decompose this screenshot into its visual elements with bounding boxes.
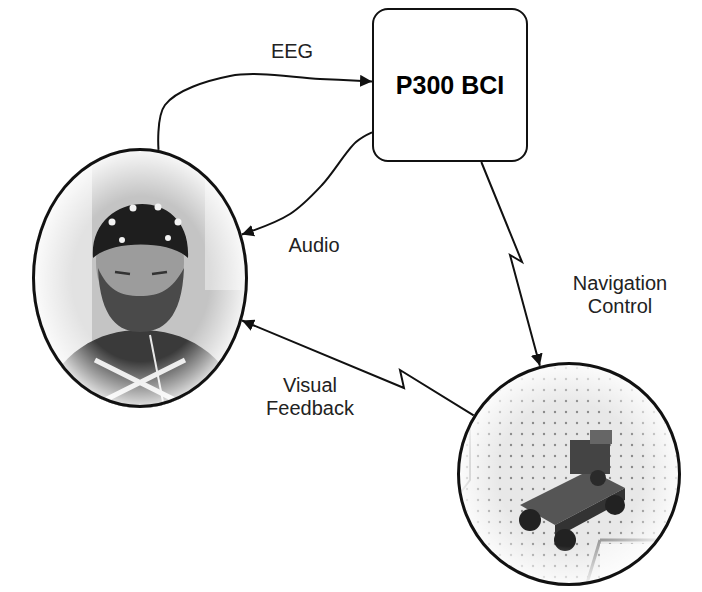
signal-label: EEG xyxy=(262,40,322,63)
signal-arrow xyxy=(158,74,372,150)
node-title: P300 BCI xyxy=(396,71,504,100)
signal-label: Visual Feedback xyxy=(256,374,364,420)
process-box: P300 BCI xyxy=(372,8,528,162)
signal-arrow xyxy=(481,162,540,366)
circle-outline xyxy=(457,362,681,586)
signal-label: Audio xyxy=(280,234,348,257)
person-circle xyxy=(32,148,248,408)
circle-border xyxy=(34,150,247,407)
robot-photo xyxy=(455,360,690,592)
signal-label: Navigation Control xyxy=(556,272,684,318)
signal-arrow xyxy=(242,132,372,234)
circle-outline xyxy=(32,148,248,408)
robot-circle xyxy=(457,362,681,586)
circle-border xyxy=(459,364,680,585)
person-photo xyxy=(30,146,255,412)
